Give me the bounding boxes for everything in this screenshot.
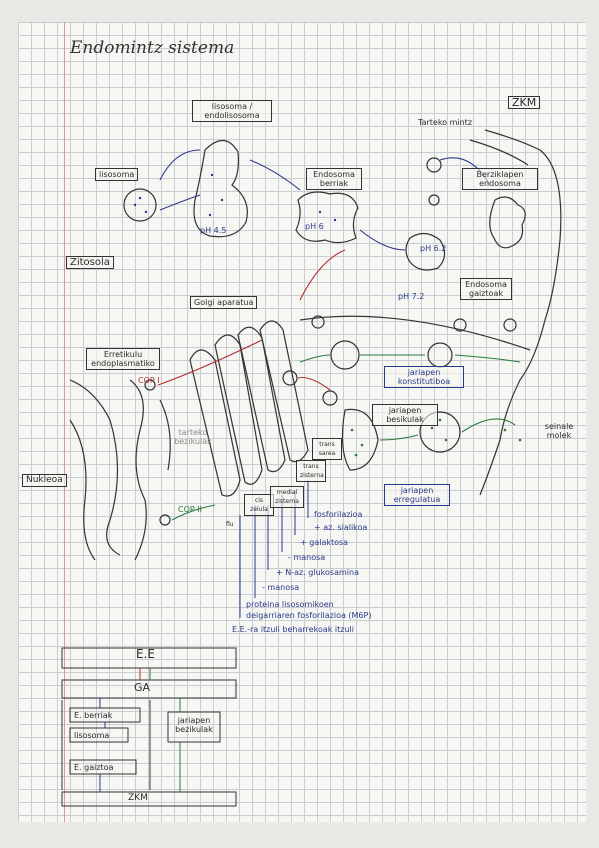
label-trans: trans zisterna: [296, 460, 326, 482]
copii-vesicle: [159, 514, 171, 526]
lysosome-shape: [123, 188, 157, 222]
golgi-step-7: proteina lisosomikoen: [246, 600, 334, 609]
flow-lisosoma-box: [69, 727, 129, 743]
label-jariapen-besikulak: jariapen besikulak: [372, 404, 438, 426]
arrow-copii: [171, 504, 216, 521]
golgi-step-3: + galaktosa: [300, 538, 349, 547]
endoplasmic-reticulum: [69, 379, 171, 561]
label-jariapen-erregulatua: jariapen erregulatua: [384, 484, 450, 506]
label-ph-left: pH 4.5: [200, 226, 227, 235]
flow-ee: E.E: [136, 647, 155, 661]
endocytic-vesicle: [426, 157, 442, 173]
label-flu: flu: [226, 521, 234, 528]
arrow-endo-late: [359, 229, 406, 251]
secretory-vesicle-1: [330, 340, 360, 370]
label-copi: COP I: [138, 376, 160, 385]
label-nukleoa: Nukleoa: [22, 474, 67, 487]
flow-ga-box: [61, 679, 237, 699]
arrow-copi: [157, 339, 263, 386]
recycle-vesicle-2: [503, 318, 517, 332]
label-cis: cis zelula: [244, 494, 274, 516]
flow-egaiztoa-box: [69, 759, 137, 775]
flow-egaiztoa: E. gaiztoa: [74, 763, 114, 772]
nucleus-edge: [69, 419, 96, 561]
arrow-vesicle-golgi: [297, 376, 331, 391]
flow-jariapen-box: [167, 711, 221, 743]
golgi-step-6: - manosa: [262, 583, 300, 592]
golgi-step-1: fosforilazioa: [314, 510, 363, 519]
flow-zkm-box: [61, 791, 237, 807]
secretory-granule-shape: [341, 408, 379, 471]
label-endosoma-gaiztoak: Endosoma gaiztoak: [460, 278, 512, 300]
label-jariapen-konstitutiboa: jariapen konstitutiboa: [384, 366, 464, 388]
flow-ga: GA: [134, 681, 151, 694]
arrow-golgi-endosome: [299, 249, 346, 301]
golgi-cisterna-2: [214, 334, 263, 485]
label-golgi: Golgi aparatua: [190, 296, 258, 309]
golgi-vesicle: [322, 390, 338, 406]
arrow-golgi-secretion: [299, 354, 331, 363]
label-zitosola: Zitosola: [66, 256, 114, 269]
recycling-tubule: [299, 315, 531, 351]
golgi-step-4: - manosa: [288, 553, 326, 562]
label-medial: medial zisterna: [270, 486, 304, 508]
recycling-endosome-shape: [489, 196, 526, 249]
arrow-signal: [461, 418, 516, 433]
label-ph-right: pH 6.2: [420, 244, 447, 253]
label-tgn: trans sarea: [312, 438, 342, 460]
golgi-step-9: E.E.-ra itzuli beharrekoak itzuli: [232, 625, 354, 634]
secretory-vesicle-2: [427, 342, 453, 368]
endolysosome-shape: [193, 139, 248, 238]
plasma-membrane: [479, 129, 562, 496]
label-endosoma-berriak: Endosoma berriak: [306, 168, 362, 190]
golgi-cisterna-3: [237, 326, 286, 473]
arrow-secretion-pm: [454, 354, 521, 363]
flow-eberriak: E. berriak: [74, 711, 113, 720]
label-berziklapen: Berziklapen endosoma: [462, 168, 538, 190]
regulated-vesicle: [419, 411, 461, 453]
flow-jariapen: jariapen bezikulak: [175, 716, 213, 734]
arrow-regulated: [379, 434, 419, 441]
arrow-lysosome-endolyso: [159, 194, 201, 211]
early-endosome-shape: [295, 191, 359, 244]
endocytic-vesicle-2: [428, 194, 440, 206]
label-ph-mid: pH 6: [305, 222, 324, 231]
label-erretikulu: Erretikulu endoplasmatiko: [86, 348, 160, 370]
label-tarteko-mintz: Tarteko mintz: [418, 118, 473, 127]
golgi-cisterna-1: [189, 349, 241, 497]
label-endolisosoma: lisosoma / endolisosoma: [192, 100, 272, 122]
label-ph-low: pH 7.2: [398, 292, 425, 301]
label-tartekoak: tarteko bezikulak: [174, 428, 212, 446]
flow-ee-box: [61, 647, 237, 669]
arrow-endolyso-lysosome: [159, 149, 201, 181]
label-copii: COP II: [178, 505, 202, 514]
golgi-exit-vesicle: [311, 315, 325, 329]
plasma-membrane-inner: [469, 139, 529, 166]
golgi-step-5: + N-az. glukosamina: [276, 568, 359, 577]
transport-vesicle: [282, 370, 298, 386]
page-title: Endomintz sistema: [70, 38, 235, 58]
late-endosome-shape: [405, 232, 446, 271]
recycle-vesicle: [453, 318, 467, 332]
flow-zkm: ZKM: [128, 793, 148, 803]
flow-lisosoma: lisosoma: [74, 731, 110, 740]
golgi-cisterna-4: [259, 320, 309, 463]
golgi-step-8: deigarriaren fosforilazioa (M6P): [246, 611, 372, 620]
golgi-step-2: + az. sialikoa: [314, 523, 368, 532]
page-margin-line: [64, 22, 65, 822]
copi-vesicle: [144, 379, 156, 391]
label-zkm-top: ZKM: [508, 96, 541, 109]
label-seinale-molek: seinale molek: [544, 422, 574, 440]
label-lisosoma: lisosoma: [95, 168, 139, 181]
arrow-golgi-lysosome: [249, 159, 301, 191]
